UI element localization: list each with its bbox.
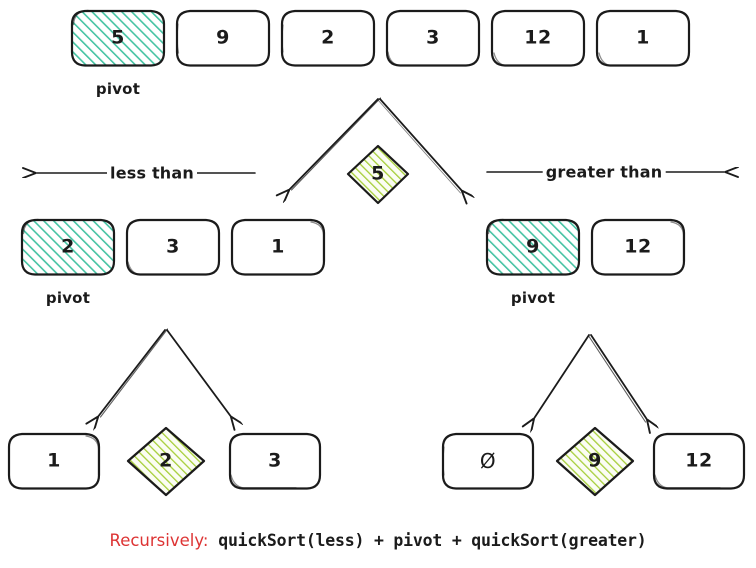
node-value-row3-2: 3 <box>268 449 282 472</box>
caption-prefix: Recursively: <box>109 531 209 550</box>
node-value-row3-5: 12 <box>685 449 713 472</box>
subfork-right-arrow-left <box>533 334 590 420</box>
pivot-label-row2-right: pivot <box>510 289 556 307</box>
node-value-row3-1: 2 <box>159 449 173 472</box>
fork-arrow-left-top <box>288 97 382 191</box>
node-value-row1-0: 5 <box>111 26 125 49</box>
node-value-row1-3: 3 <box>426 26 440 49</box>
pivot-label-row2-left: pivot <box>45 289 91 307</box>
node-value-row2-1: 3 <box>166 235 180 258</box>
node-value-row1-2: 2 <box>321 26 335 49</box>
node-value-row2-2: 1 <box>271 235 285 258</box>
node-value-row3-4: 9 <box>588 449 602 472</box>
node-value-row2-0: 2 <box>61 235 75 258</box>
fork-arrow-right-top <box>377 98 463 193</box>
node-value-row3-3-empty: Ø <box>479 449 497 473</box>
less-than-label: less than <box>107 163 197 183</box>
caption-code: quickSort(less) + pivot + quickSort(grea… <box>208 531 647 550</box>
node-value-row1-1: 9 <box>216 26 230 49</box>
subfork-left-arrow-left <box>97 328 169 418</box>
pivot-label-row1: pivot <box>95 80 141 98</box>
node-value-row1-5: 1 <box>636 26 650 49</box>
subfork-right-arrow-right <box>588 334 648 422</box>
greater-than-label: greater than <box>542 162 666 182</box>
node-value-row3-0: 1 <box>47 449 61 472</box>
recursion-caption: Recursively: quickSort(less) + pivot + q… <box>0 531 756 550</box>
subfork-left-arrow-right <box>166 329 232 418</box>
node-value-row1-4: 12 <box>524 26 552 49</box>
node-value-row2-4: 12 <box>624 235 652 258</box>
pivot-diamond-value-top: 5 <box>371 162 385 185</box>
node-value-row2-3: 9 <box>526 235 540 258</box>
